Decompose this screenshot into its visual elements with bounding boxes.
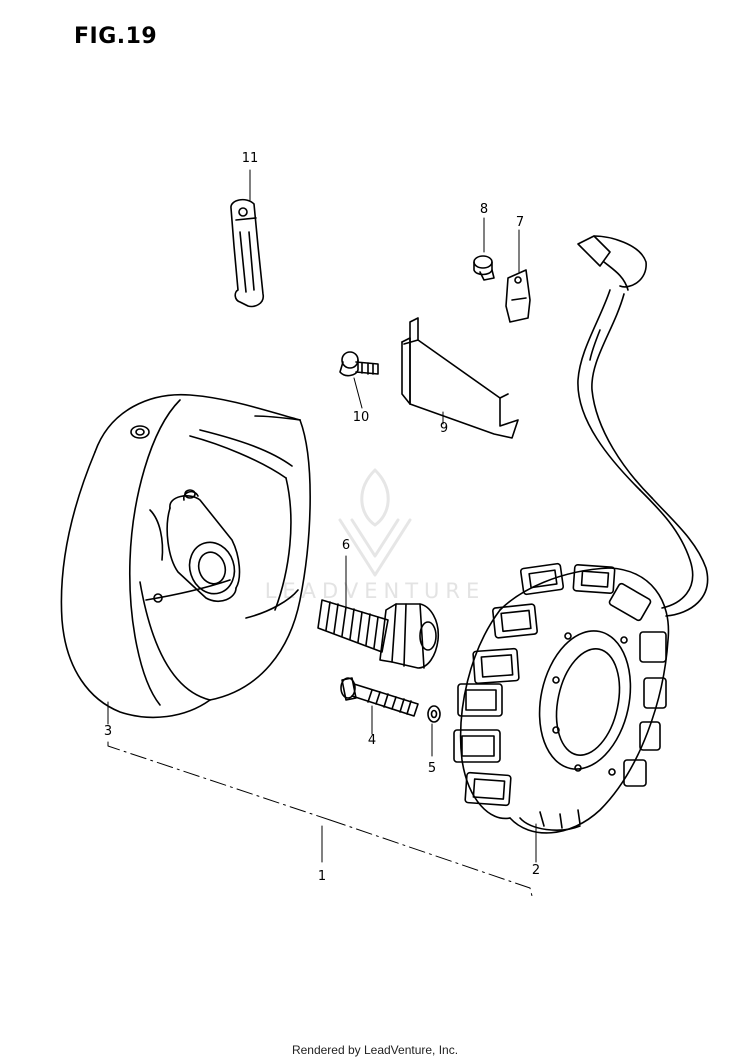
part-4-bolt [340,677,419,717]
callout-8: 8 [480,202,488,217]
leader-lines [107,169,537,897]
part-2-stator [453,235,709,834]
stator-coils [453,562,667,831]
part-8-bolt [473,255,495,281]
callout-labels: 11 8 7 10 9 6 3 4 5 2 1 [104,151,540,884]
callout-6: 6 [342,538,350,553]
callout-11: 11 [242,151,259,166]
callout-4: 4 [368,733,376,748]
callout-10: 10 [353,410,370,425]
callout-2: 2 [532,863,540,878]
leadventure-watermark: LEADVENTURE [265,468,479,603]
part-6-flange-bolt [317,599,440,669]
part-7-plate [505,269,531,323]
part-3-flywheel [60,393,311,719]
callout-1: 1 [318,869,326,884]
callout-5: 5 [428,761,436,776]
callout-9: 9 [440,421,448,436]
part-9-bracket [401,317,519,439]
figure-title: FIG.19 [74,24,158,49]
callout-7: 7 [516,215,524,230]
part-11-clip [230,198,264,308]
callout-3: 3 [104,724,112,739]
part-10-screw [339,351,379,377]
part-5-washer [427,705,441,723]
footer-credit: Rendered by LeadVenture, Inc. [291,1043,459,1057]
flame-logo-icon [338,468,412,577]
